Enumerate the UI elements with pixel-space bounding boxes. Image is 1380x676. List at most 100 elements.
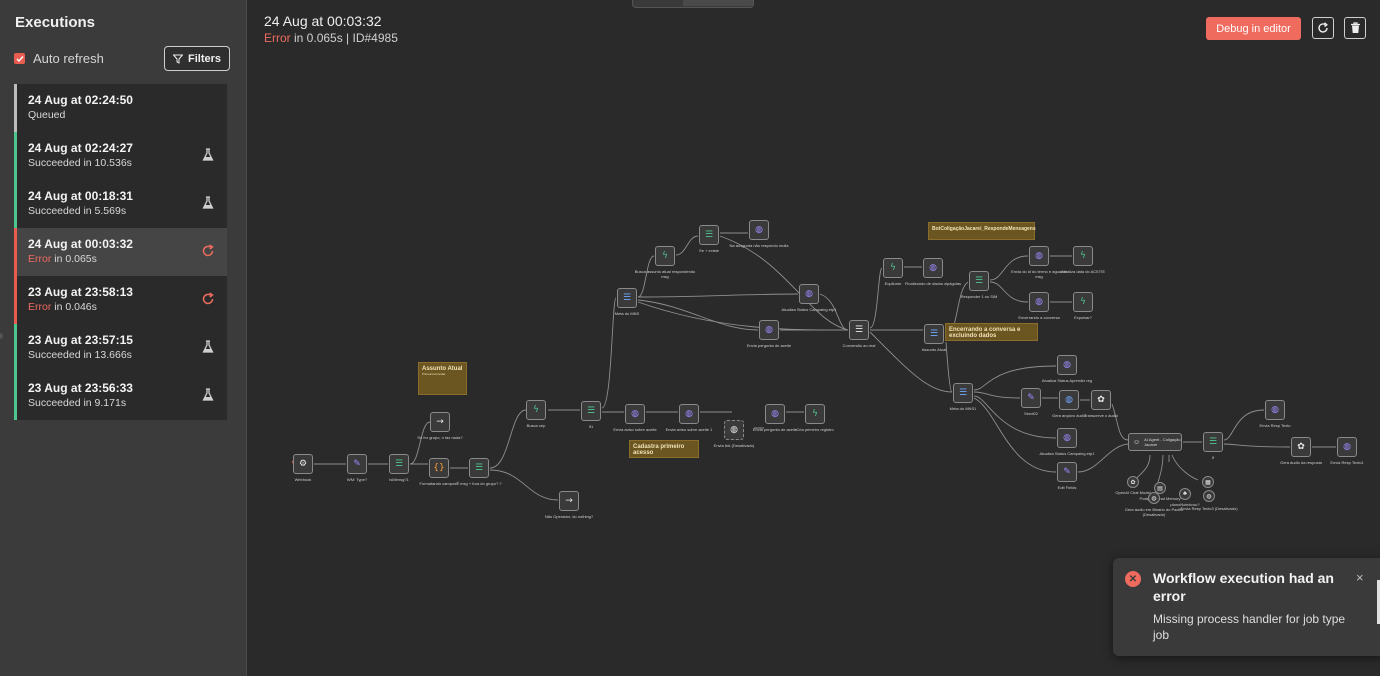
http-node[interactable]: ◍: [749, 220, 769, 240]
http-node[interactable]: ◍: [1057, 428, 1077, 448]
http-node[interactable]: ◍: [923, 258, 943, 278]
webhook-node[interactable]: ⚙: [293, 454, 313, 474]
debug-in-editor-button[interactable]: Debug in editor: [1206, 17, 1301, 40]
execution-item-selected[interactable]: 24 Aug at 00:03:32 Error in 0.065s: [14, 228, 227, 276]
noop-node[interactable]: →: [559, 491, 579, 511]
switch-node[interactable]: ☰: [969, 271, 989, 291]
http-node[interactable]: ◍: [679, 404, 699, 424]
tool-subnode[interactable]: ▦: [1202, 476, 1214, 488]
switch-node[interactable]: ☰: [617, 288, 637, 308]
switch-icon: ☰: [854, 324, 864, 335]
switch-node[interactable]: ☰: [953, 383, 973, 403]
http-node-disabled[interactable]: ◍: [724, 420, 744, 440]
execution-item[interactable]: 23 Aug at 23:58:13 Error in 0.046s: [14, 276, 227, 324]
auto-refresh-checkbox[interactable]: [14, 53, 25, 64]
execution-item[interactable]: 24 Aug at 02:24:50 Queued: [14, 84, 227, 132]
flask-icon[interactable]: [201, 148, 215, 162]
chat-model-subnode[interactable]: ✿: [1127, 476, 1139, 488]
execution-item[interactable]: 24 Aug at 02:24:27 Succeeded in 10.536s: [14, 132, 227, 180]
execution-date: 24 Aug at 02:24:27: [28, 141, 133, 155]
http-node[interactable]: ◍: [1057, 355, 1077, 375]
retry-icon[interactable]: [201, 244, 215, 258]
switch-icon: ☰: [586, 405, 596, 416]
execution-status-duration: in 0.046s: [51, 301, 97, 313]
supabase-node[interactable]: ϟ: [1073, 292, 1093, 312]
arrow-right-icon: →: [436, 416, 444, 427]
switch-icon: ☰: [704, 229, 714, 240]
node-label: planoNoteicrou?: [1170, 502, 1200, 507]
pencil-icon: ✎: [1027, 392, 1035, 403]
switch-node[interactable]: ☰: [849, 320, 869, 340]
close-icon[interactable]: ×: [1356, 570, 1364, 585]
switch-icon: ☰: [974, 275, 984, 286]
if-node[interactable]: ☰: [1203, 432, 1223, 452]
supabase-node[interactable]: ϟ: [1073, 246, 1093, 266]
globe-icon: ◍: [1063, 359, 1071, 370]
switch-icon: ☰: [1208, 436, 1218, 447]
http-node[interactable]: ◍: [1059, 390, 1079, 410]
retry-icon[interactable]: [201, 292, 215, 306]
execution-item[interactable]: 23 Aug at 23:56:33 Succeeded in 9.171s: [14, 372, 227, 420]
http-node[interactable]: ◍: [1337, 437, 1357, 457]
flask-icon[interactable]: [201, 340, 215, 354]
if-node[interactable]: ☰: [699, 225, 719, 245]
noop-node[interactable]: →: [430, 412, 450, 432]
http-node[interactable]: ◍: [759, 320, 779, 340]
tool-subnode[interactable]: ♣: [1179, 488, 1191, 500]
flask-icon[interactable]: [201, 388, 215, 402]
switch-node[interactable]: ☰: [924, 324, 944, 344]
supabase-node[interactable]: ϟ: [883, 258, 903, 278]
http-node[interactable]: ◍: [1029, 246, 1049, 266]
http-node[interactable]: ◍: [1265, 400, 1285, 420]
auto-refresh-toggle[interactable]: Auto refresh: [14, 51, 104, 66]
openai-node[interactable]: ✿: [1291, 437, 1311, 457]
node-label: Envia pergunta de aceite: [752, 427, 798, 432]
execution-status: Succeeded in 10.536s: [28, 157, 132, 169]
set-node[interactable]: ✎: [347, 454, 367, 474]
resize-handle[interactable]: [0, 333, 3, 339]
execution-item[interactable]: 24 Aug at 00:18:31 Succeeded in 5.569s: [14, 180, 227, 228]
sticky-title: Encerrando a conversa e excluindo dados: [949, 327, 1021, 339]
supabase-node[interactable]: ϟ: [805, 404, 825, 424]
delete-execution-button[interactable]: [1344, 17, 1366, 39]
http-node[interactable]: ◍: [625, 404, 645, 424]
node-label: Conversão ao real: [842, 343, 876, 348]
openai-node[interactable]: ✿: [1091, 390, 1111, 410]
node-label: Atualiza Status Aprendiz reg: [1041, 378, 1093, 383]
scrollbar[interactable]: [1377, 580, 1380, 624]
code-node[interactable]: {}: [429, 458, 449, 478]
globe-icon: ◍: [1035, 250, 1043, 261]
supabase-node[interactable]: ϟ: [655, 246, 675, 266]
ai-agent-node[interactable]: ☺ AI Agent - Coligação Jacarei: [1128, 433, 1182, 451]
execution-date: 23 Aug at 23:56:33: [28, 381, 133, 395]
sticky-note[interactable]: Cadastra primeiro acesso: [629, 440, 699, 458]
tool-subnode-disabled[interactable]: ◍: [1148, 492, 1160, 504]
http-node[interactable]: ◍: [765, 404, 785, 424]
sticky-note[interactable]: Assunto Atual Primeiro/conexão: [418, 362, 467, 395]
retry-execution-button[interactable]: [1312, 17, 1334, 39]
sticky-note[interactable]: BotColigaçãoJacarei_RespondeMensagens: [928, 222, 1036, 240]
http-node[interactable]: ◍: [799, 284, 819, 304]
if-node[interactable]: ☰: [581, 401, 601, 421]
refresh-icon: [1318, 22, 1328, 33]
set-node[interactable]: ✎: [1057, 462, 1077, 482]
globe-icon: ◍: [1206, 493, 1212, 500]
supabase-node[interactable]: ϟ: [526, 400, 546, 420]
tree-icon: ♣: [1183, 491, 1187, 497]
filters-button[interactable]: Filters: [164, 46, 230, 71]
execution-item[interactable]: 23 Aug at 23:57:15 Succeeded in 13.666s: [14, 324, 227, 372]
sticky-note[interactable]: Encerrando a conversa e excluindo dados: [945, 323, 1038, 341]
workflow-canvas[interactable]: Assunto Atual Primeiro/conexão Cadastra …: [248, 0, 1380, 676]
toast-message: Missing process handler for job type job: [1153, 612, 1346, 642]
database-icon: ▤: [1157, 485, 1163, 492]
canvas-tab-switcher[interactable]: [632, 0, 754, 8]
http-node[interactable]: ◍: [1029, 292, 1049, 312]
filters-label: Filters: [187, 52, 221, 65]
auto-refresh-label: Auto refresh: [33, 51, 104, 66]
switch-node[interactable]: ☰: [389, 454, 409, 474]
set-node[interactable]: ✎: [1021, 388, 1041, 408]
tool-subnode-disabled[interactable]: ◍: [1203, 490, 1215, 502]
switch-node[interactable]: ☰: [469, 458, 489, 478]
memory-subnode[interactable]: ▤: [1154, 482, 1166, 494]
flask-icon[interactable]: [201, 196, 215, 210]
